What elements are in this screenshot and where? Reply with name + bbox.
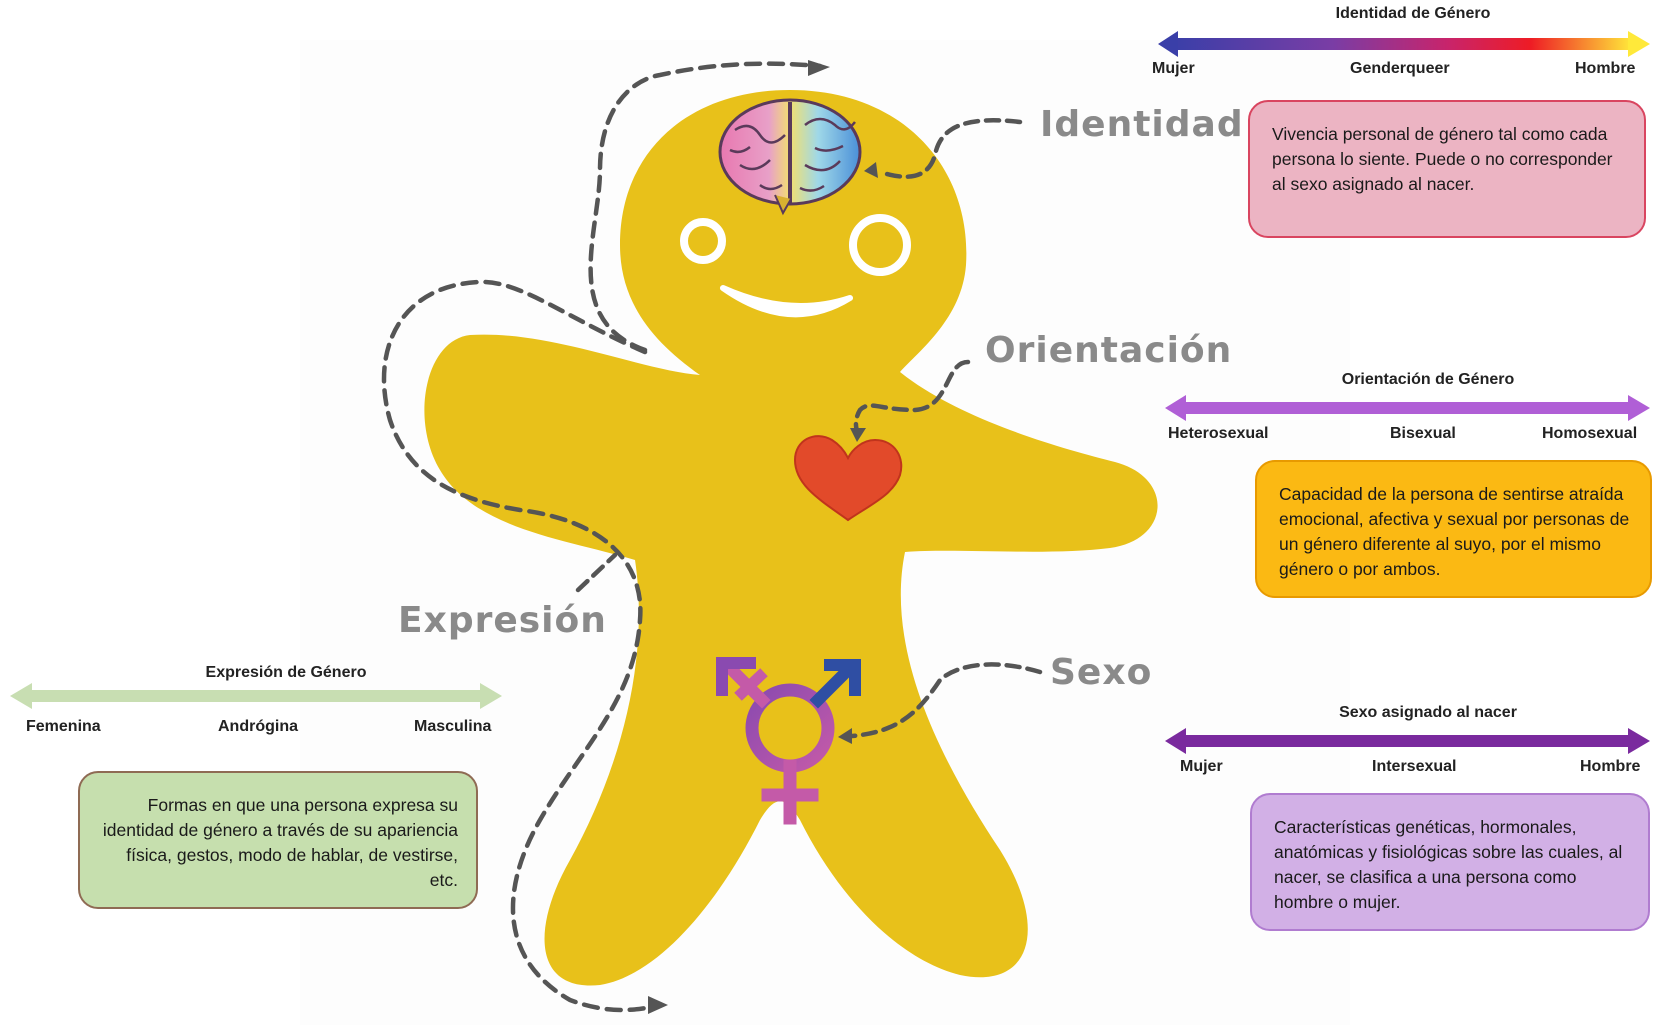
scale-right-orientacion: Homosexual — [1542, 425, 1638, 442]
scale-middle-expresion: Andrógina — [218, 718, 298, 735]
left-eye — [680, 218, 726, 264]
figure-body — [424, 90, 1158, 986]
brain-icon — [718, 98, 862, 216]
outline-dashes — [588, 61, 823, 353]
scale-right-expresion: Masculina — [414, 718, 492, 735]
right-eye — [849, 214, 911, 276]
outline-arrow-bottom — [648, 996, 668, 1014]
pointer-expresion — [575, 552, 618, 593]
scale-arrow-orientacion — [1165, 395, 1650, 421]
scale-left-orientacion: Heterosexual — [1168, 425, 1269, 442]
scale-middle-sexo: Intersexual — [1372, 758, 1457, 775]
label-sexo: Sexo — [1050, 652, 1153, 693]
pointer-sexo — [849, 662, 1043, 739]
outline-arrow-top — [808, 60, 830, 76]
description-identidad: Vivencia personal de género tal como cad… — [1248, 100, 1646, 238]
scale-right-identidad: Hombre — [1575, 60, 1636, 77]
scale-arrow-expresion — [10, 683, 502, 709]
description-sexo: Características genéticas, hormonales, a… — [1250, 793, 1650, 931]
scale-arrow-sexo — [1165, 728, 1650, 754]
scale-left-sexo: Mujer — [1180, 758, 1223, 775]
label-identidad: Identidad — [1040, 104, 1244, 145]
heart-icon — [793, 435, 903, 522]
description-expresion: Formas en que una persona expresa su ide… — [78, 771, 478, 909]
scale-left-expresion: Femenina — [26, 718, 101, 735]
scale-title-orientacion: Orientación de Género — [1341, 371, 1515, 388]
scale-right-sexo: Hombre — [1580, 758, 1641, 775]
smile — [720, 285, 853, 318]
outline-dashes-left — [381, 279, 663, 1013]
scale-arrow-identidad — [1158, 31, 1650, 57]
pointer-orientacion — [853, 359, 971, 435]
description-orientacion: Capacidad de la persona de sentirse atra… — [1255, 460, 1652, 598]
scale-middle-identidad: Genderqueer — [1350, 60, 1450, 77]
label-expresion: Expresión — [398, 600, 607, 641]
pointer-identidad — [877, 118, 1023, 179]
scale-left-identidad: Mujer — [1152, 60, 1195, 77]
scale-title-expresion: Expresión de Género — [205, 664, 367, 681]
scale-middle-orientacion: Bisexual — [1390, 425, 1456, 442]
scale-title-sexo: Sexo asignado al nacer — [1339, 704, 1517, 721]
label-orientacion: Orientación — [985, 330, 1233, 371]
scale-title-identidad: Identidad de Género — [1335, 5, 1491, 22]
transgender-symbol-icon — [716, 657, 861, 825]
